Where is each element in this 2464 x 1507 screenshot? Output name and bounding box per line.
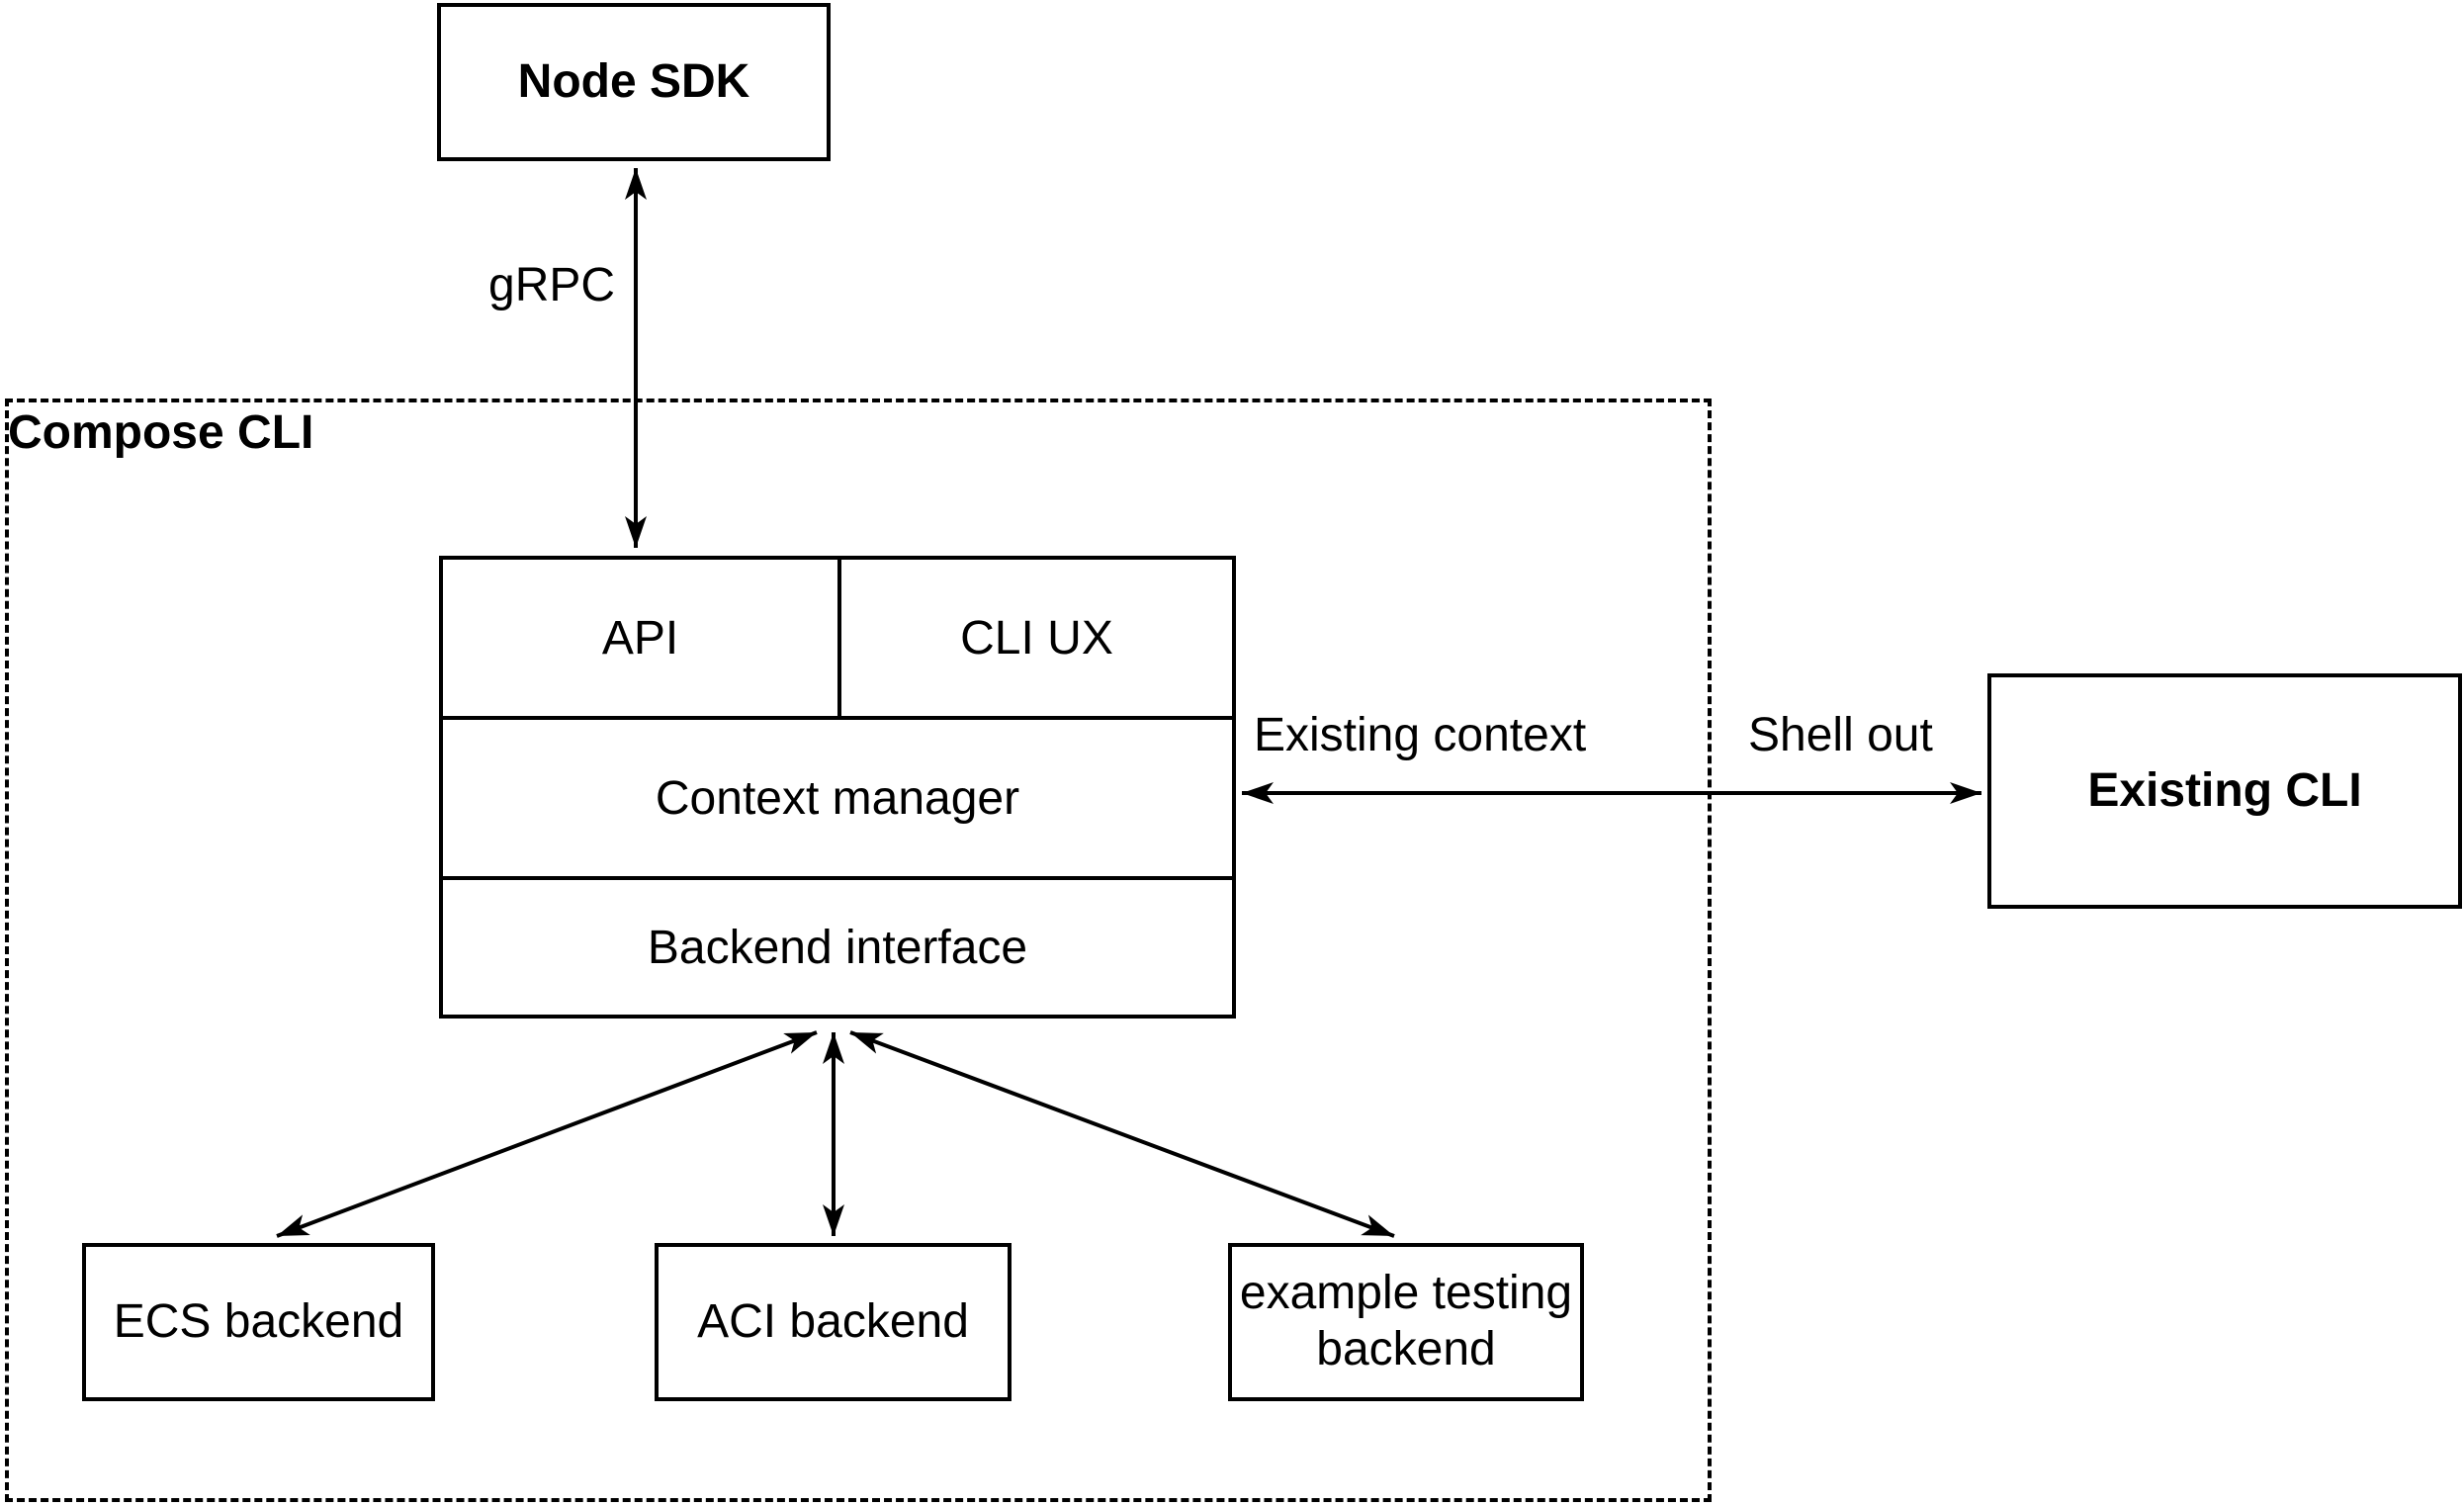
- cli-ux-cell: CLI UX: [841, 560, 1232, 716]
- ecs-backend-box: ECS backend: [82, 1243, 435, 1401]
- api-label: API: [601, 611, 679, 665]
- compose-cli-group: [5, 399, 1712, 1502]
- existing-context-edge-label: Existing context: [1254, 709, 1587, 761]
- existing-cli-label: Existing CLI: [2087, 763, 2362, 817]
- existing-cli-box: Existing CLI: [1987, 673, 2462, 909]
- backend-interface-cell: Backend interface: [443, 876, 1232, 1015]
- example-testing-backend-box: example testing backend: [1228, 1243, 1584, 1401]
- backend-interface-label: Backend interface: [647, 921, 1028, 974]
- node-sdk-label: Node SDK: [517, 54, 750, 108]
- aci-backend-label: ACI backend: [697, 1294, 969, 1348]
- api-cell: API: [443, 560, 841, 716]
- compose-cli-stack-box: API CLI UX Context manager Backend inter…: [439, 556, 1236, 1019]
- context-manager-cell: Context manager: [443, 716, 1232, 876]
- compose-cli-group-label: Compose CLI: [8, 406, 314, 459]
- grpc-edge-label: gRPC: [488, 259, 616, 311]
- stack-top-row: API CLI UX: [443, 560, 1232, 716]
- aci-backend-box: ACI backend: [655, 1243, 1012, 1401]
- context-manager-label: Context manager: [655, 771, 1020, 825]
- ecs-backend-label: ECS backend: [113, 1294, 404, 1348]
- shell-out-edge-label: Shell out: [1748, 709, 1933, 761]
- node-sdk-box: Node SDK: [437, 3, 831, 161]
- cli-ux-label: CLI UX: [960, 611, 1113, 665]
- example-testing-backend-label: example testing backend: [1239, 1267, 1573, 1375]
